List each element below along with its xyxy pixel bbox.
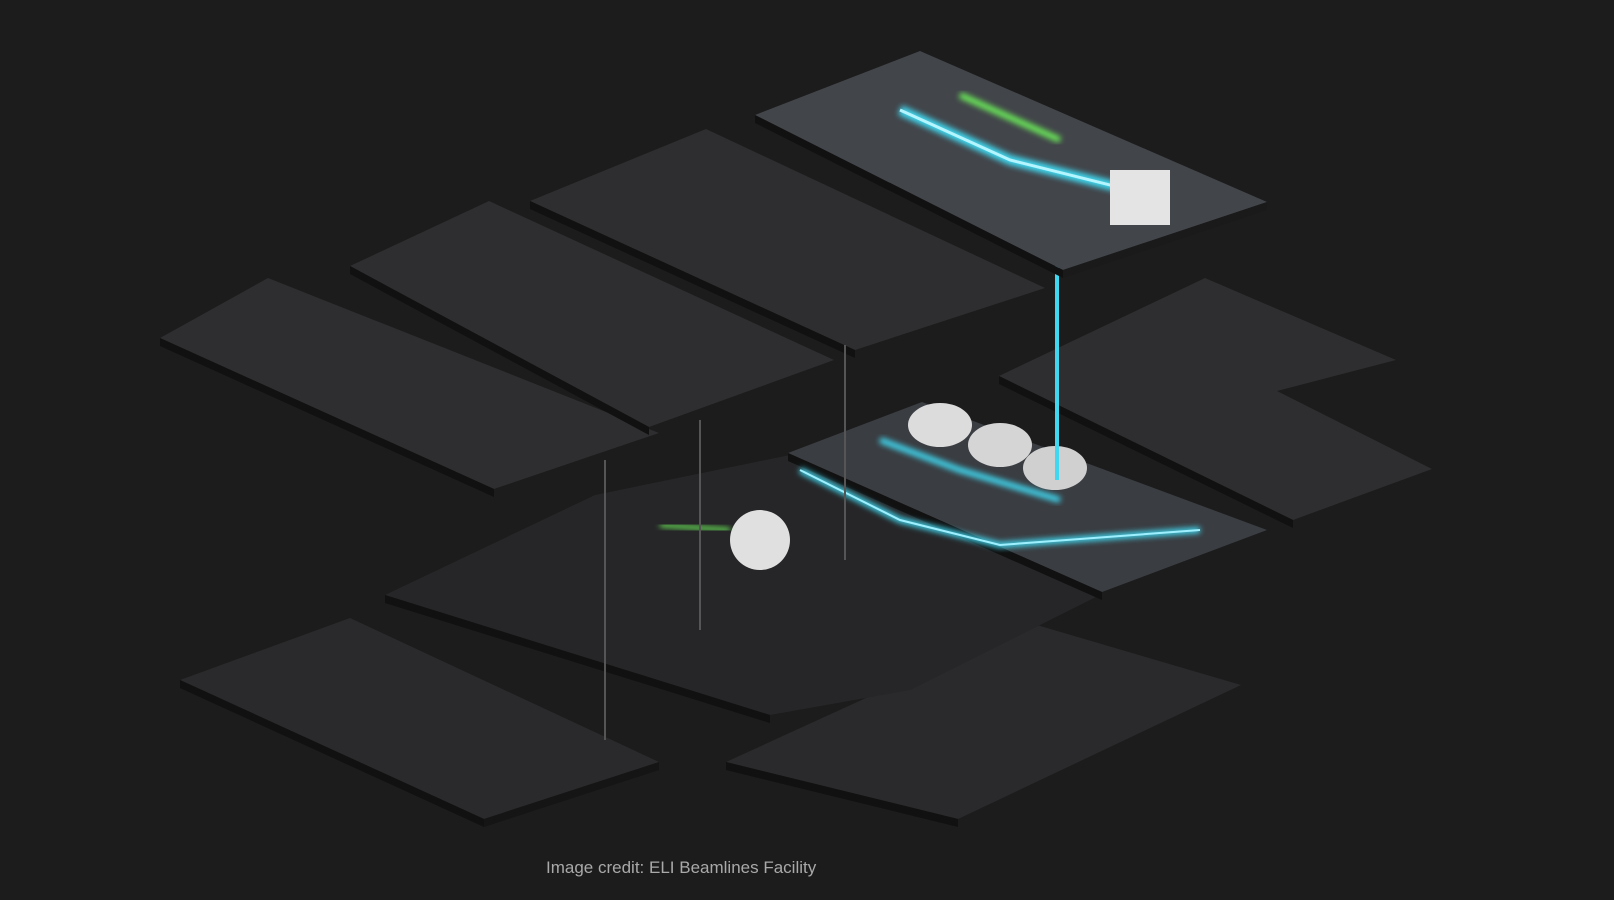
target-chamber (730, 510, 790, 570)
platform-bottom-left (180, 618, 659, 827)
laser-module (1110, 170, 1170, 225)
platform-bottom-right (726, 623, 1241, 827)
platform-middle (385, 455, 1100, 723)
platform-second (530, 129, 1045, 358)
platform-right (999, 278, 1432, 528)
platform-laser-hall (659, 402, 1267, 600)
image-credit-caption: Image credit: ELI Beamlines Facility (546, 858, 817, 877)
beam-connectors (604, 180, 1059, 740)
platform-left (160, 278, 659, 497)
platform-third (350, 201, 834, 435)
vacuum-chamber (908, 403, 972, 447)
platform-top-laser (755, 51, 1267, 278)
